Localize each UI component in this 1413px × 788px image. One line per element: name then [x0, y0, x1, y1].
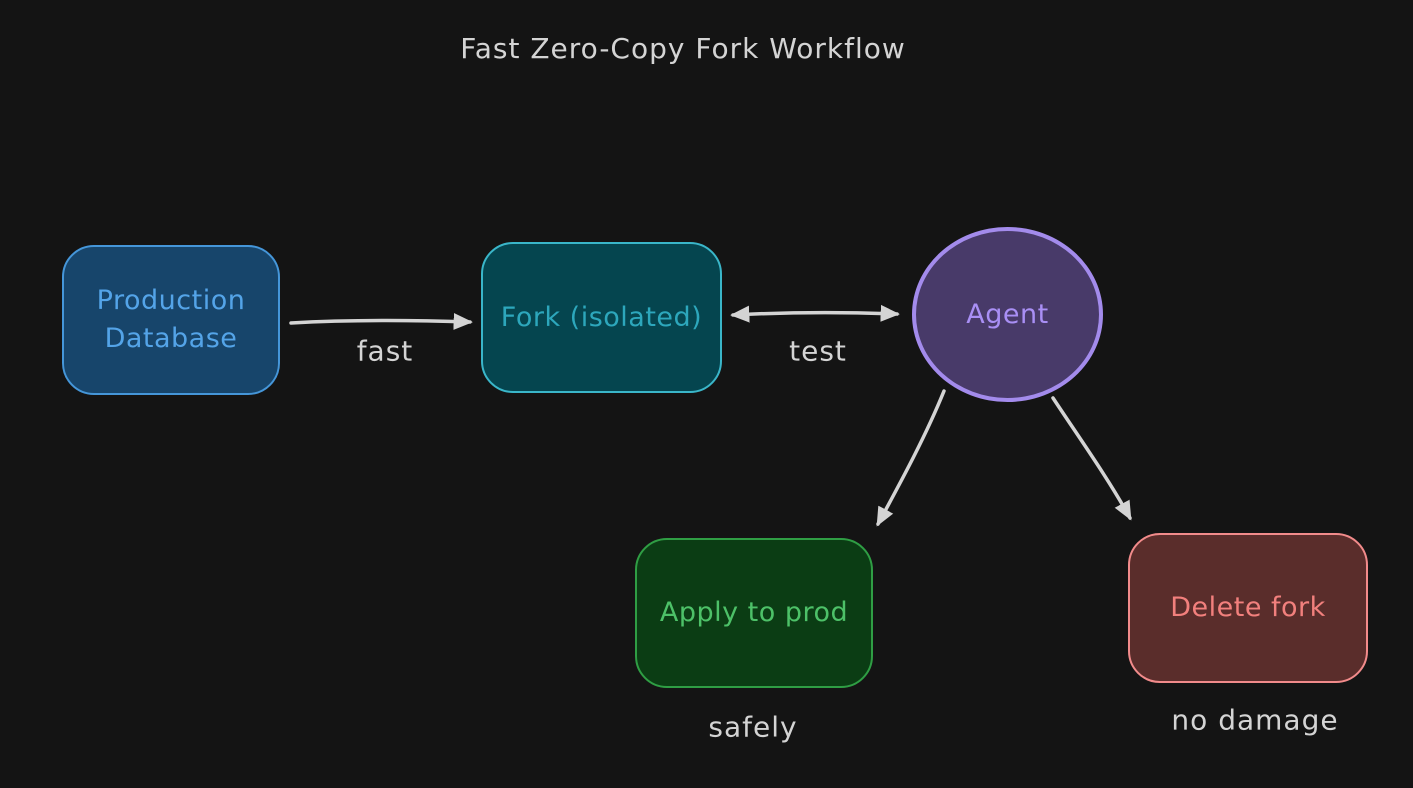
arrow-safely [876, 389, 946, 527]
arrow-test [730, 304, 900, 323]
node-apply-to-prod-label: Apply to prod [659, 597, 849, 629]
node-delete-fork: Delete fork [1128, 533, 1368, 683]
node-production-database: Production Database [62, 245, 280, 395]
node-agent: Agent [912, 227, 1103, 402]
diagram-title: Fast Zero-Copy Fork Workflow [460, 32, 906, 65]
node-apply-to-prod: Apply to prod [635, 538, 873, 688]
node-delete-fork-label: Delete fork [1170, 592, 1326, 624]
edge-label-safely: safely [708, 710, 798, 744]
node-agent-label: Agent [966, 298, 1049, 330]
arrow-no-damage [1051, 396, 1132, 521]
node-production-database-label: Production Database [96, 285, 246, 354]
edge-label-test: test [789, 334, 847, 368]
node-fork-isolated-label: Fork (isolated) [500, 301, 703, 333]
arrow-fast [289, 312, 473, 330]
node-fork-isolated: Fork (isolated) [481, 242, 722, 393]
edge-label-fast: fast [356, 334, 414, 368]
edge-label-no-damage: no damage [1171, 703, 1339, 737]
